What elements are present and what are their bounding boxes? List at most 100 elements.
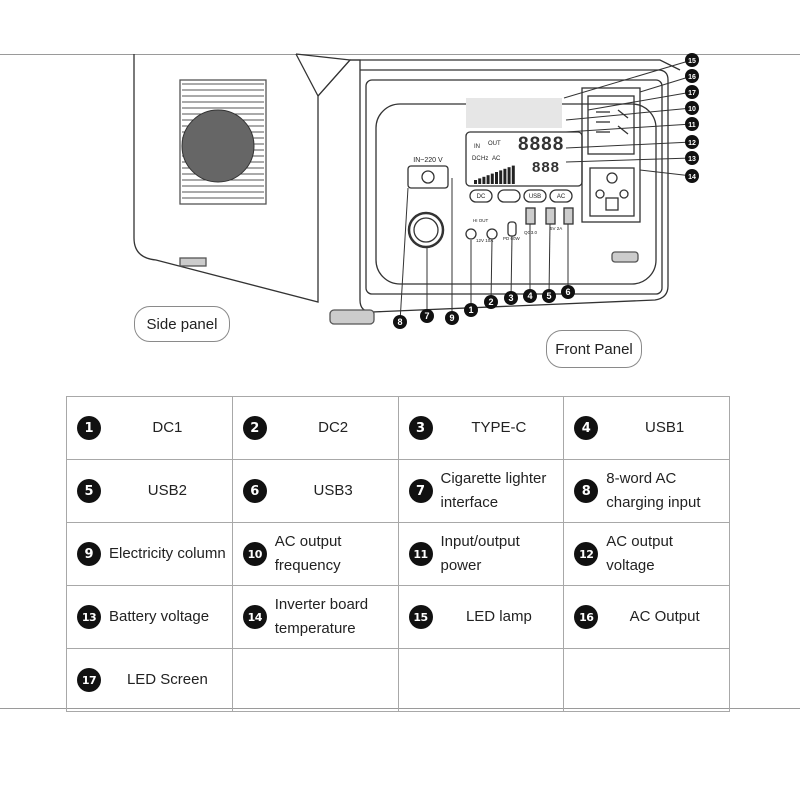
legend-number-badge: 1 <box>77 416 101 440</box>
callout-number: 4 <box>527 291 532 301</box>
callout-number: 16 <box>688 74 696 81</box>
fan-icon <box>181 109 255 183</box>
callout-leader-line <box>548 223 551 297</box>
battery-bar <box>499 170 503 184</box>
front-panel-outline <box>317 59 669 313</box>
legend-cell <box>563 648 730 712</box>
legend-label: AC output frequency <box>274 533 342 574</box>
callout-badge <box>685 69 699 83</box>
lcd-in-label: IN <box>474 144 480 150</box>
lcd-hz-label: Hz <box>481 156 488 162</box>
type-c-port <box>507 221 517 237</box>
legend-cell <box>397 648 565 712</box>
dc-spec-label: 12V 10A <box>476 238 493 243</box>
legend-item: 10 AC output frequency <box>242 523 392 585</box>
callout-badge <box>445 311 459 325</box>
lcd-dc-label: DC <box>472 156 481 162</box>
callout-badge <box>685 53 699 67</box>
battery-bar <box>478 178 482 184</box>
battery-bar <box>486 175 490 184</box>
legend-number-badge: 4 <box>574 416 599 440</box>
legend-number-badge: 12 <box>574 542 599 566</box>
input-voltage-label: IN~220 V <box>413 157 443 164</box>
legend-item: 12 AC output voltage <box>574 523 723 585</box>
usb-spec-label: 5V 2A <box>550 226 562 231</box>
side-panel-label: Side panel <box>134 306 230 342</box>
legend-number-badge: 6 <box>242 479 267 503</box>
legend-label: 8-word AC charging input <box>606 470 701 511</box>
battery-bar <box>495 172 498 184</box>
callout-number: 10 <box>688 106 696 113</box>
battery-bar <box>490 173 494 184</box>
usb-button-label: USB <box>529 194 541 200</box>
callout-leader-line <box>510 235 513 299</box>
callout-number: 5 <box>546 291 551 301</box>
dc2-port <box>486 228 498 240</box>
legend-label: AC output voltage <box>606 533 673 574</box>
callout-leader-line <box>587 91 693 111</box>
dc-button <box>469 189 493 203</box>
side-panel-outline <box>133 53 319 303</box>
lcd-ac-label: AC <box>492 156 501 162</box>
legend-label: USB3 <box>313 482 353 499</box>
ac-button-label: AC <box>557 194 566 200</box>
legend-cell: 6 USB3 <box>231 459 399 523</box>
ac-output-panel <box>581 87 641 223</box>
legend-label: Inverter board temperature <box>274 596 369 637</box>
legend-label: Battery voltage <box>109 608 210 625</box>
legend-number-badge: 9 <box>77 542 101 566</box>
callout-number: 14 <box>688 174 696 181</box>
callout-badge <box>393 315 407 329</box>
battery-bar <box>511 165 515 184</box>
usb-button <box>523 189 547 203</box>
cigarette-lighter-port <box>407 211 445 249</box>
lcd-bottom-digits: 888 <box>532 159 560 176</box>
lcd-out-label: OUT <box>488 141 501 147</box>
battery-bar <box>507 167 511 184</box>
legend-item: 13 Battery voltage <box>77 586 226 648</box>
callout-leader-line <box>565 141 693 149</box>
callout-leader-line <box>639 75 693 93</box>
dc-button-label: DC <box>477 194 486 200</box>
callout-number: 3 <box>508 293 513 303</box>
battery-level-bars <box>474 165 515 184</box>
legend-number-badge: 5 <box>77 479 101 503</box>
callout-number: 17 <box>688 90 696 97</box>
callout-number: 2 <box>488 297 493 307</box>
legend-row: 9 Electricity column 10 AC output frequency… <box>66 522 730 586</box>
callout-badge <box>504 291 518 305</box>
top-divider <box>0 54 800 55</box>
legend-label: LED lamp <box>465 608 532 625</box>
legend-number-badge: 11 <box>408 542 433 566</box>
legend-label: AC Output <box>629 608 700 625</box>
callout-badge <box>685 135 699 149</box>
legend-label: TYPE-C <box>471 419 527 436</box>
power-station-diagram: IN OUT DC Hz AC 8888 888 DC USB AC IN~22… <box>133 53 699 329</box>
legend-number-badge: 10 <box>242 542 267 566</box>
legend-number-badge: 17 <box>77 668 101 692</box>
legend-label: Cigarette lighter interface <box>440 470 547 511</box>
legend-number-badge: 13 <box>77 605 101 629</box>
callout-number: 8 <box>397 317 402 327</box>
legend-label: Electricity column <box>109 545 226 562</box>
callout-leader-line <box>399 187 409 323</box>
callout-number: 6 <box>565 287 570 297</box>
callout-leader-line <box>565 157 693 163</box>
ac-button <box>549 189 573 203</box>
